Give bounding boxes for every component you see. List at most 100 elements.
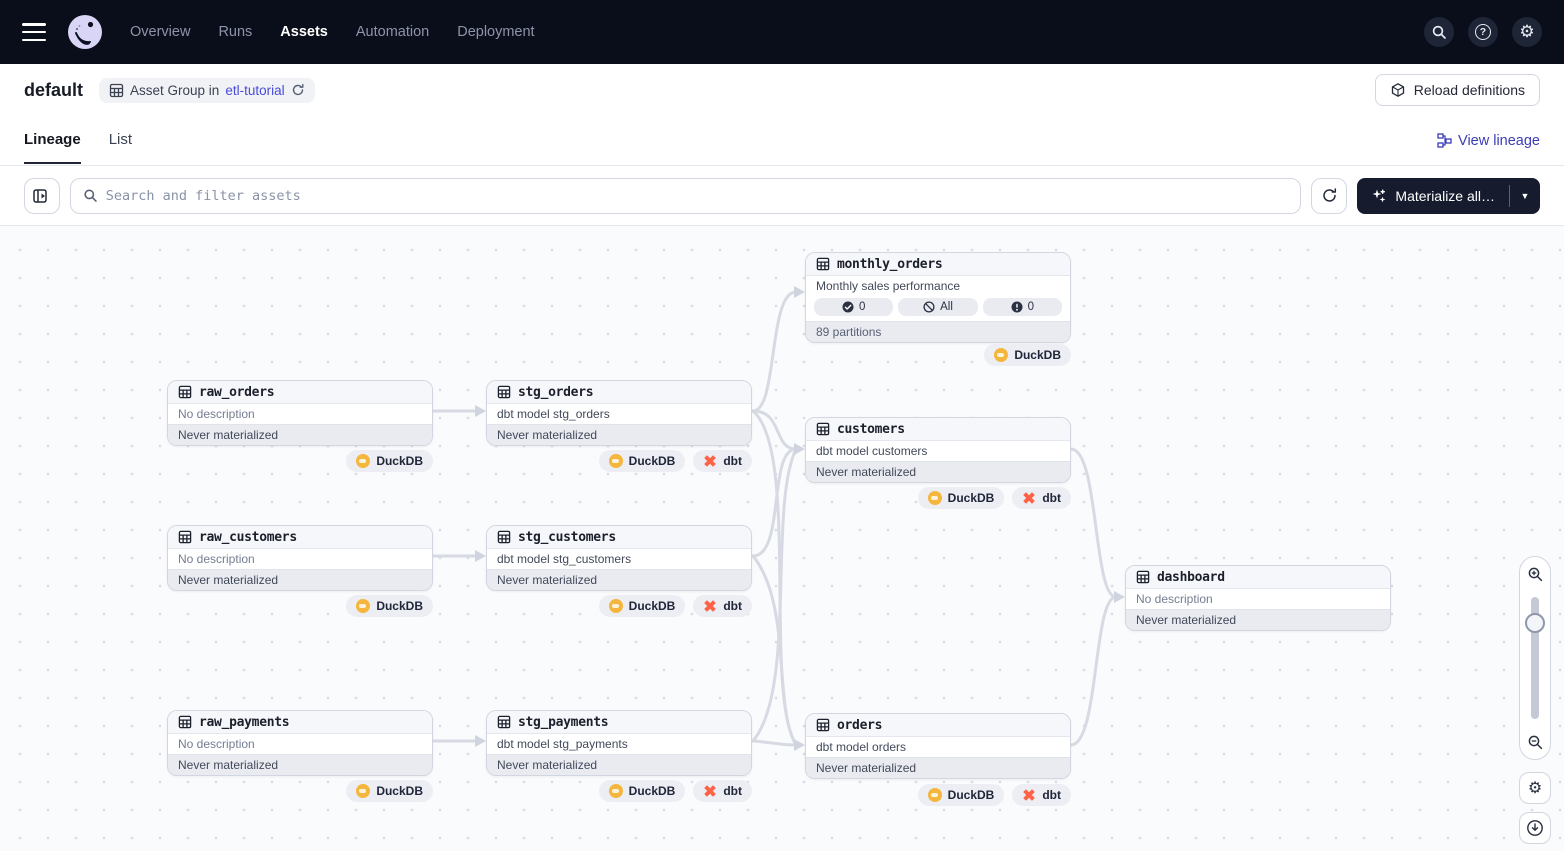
- asset-group-badge: Asset Group in etl-tutorial: [99, 77, 315, 103]
- refresh-graph-button[interactable]: [1311, 177, 1348, 214]
- kind-badge-label: dbt: [723, 599, 742, 613]
- kind-badges: DuckDB dbt: [486, 780, 752, 802]
- node-header: customers: [806, 418, 1070, 441]
- kind-badges: DuckDB dbt: [486, 595, 752, 617]
- duckdb-kind-badge[interactable]: DuckDB: [346, 595, 433, 617]
- button-divider: [1509, 184, 1510, 207]
- zoom-slider-handle[interactable]: [1525, 613, 1545, 633]
- materialized-count-pill[interactable]: 0: [814, 298, 894, 316]
- node-header: monthly_orders: [806, 253, 1070, 276]
- zoom-slider-track[interactable]: [1531, 597, 1539, 719]
- nav-right-actions: ? ⚙: [1424, 17, 1542, 47]
- asset-name: dashboard: [1157, 569, 1225, 585]
- table-icon: [497, 530, 511, 544]
- nav-item-automation[interactable]: Automation: [355, 24, 430, 40]
- dbt-kind-badge[interactable]: dbt: [693, 780, 752, 802]
- code-location-link[interactable]: etl-tutorial: [225, 82, 285, 98]
- asset-name: raw_orders: [199, 384, 275, 400]
- nav-item-deployment[interactable]: Deployment: [457, 24, 535, 40]
- duckdb-kind-badge[interactable]: DuckDB: [984, 344, 1071, 366]
- asset-name: monthly_orders: [837, 256, 943, 272]
- materialize-all-label: Materialize all…: [1395, 187, 1495, 204]
- code-location-reload-icon: [1391, 83, 1404, 97]
- asset-description: Monthly sales performance: [806, 276, 1070, 296]
- asset-description: No description: [168, 404, 432, 424]
- panel-expand-icon: [33, 188, 47, 203]
- zoom-slider[interactable]: [1520, 591, 1550, 725]
- materialize-all-button[interactable]: Materialize all…: [1357, 178, 1509, 214]
- help-icon[interactable]: ?: [1468, 17, 1498, 47]
- asset-node-orders[interactable]: orders dbt model orders Never materializ…: [805, 713, 1071, 779]
- dbt-kind-badge[interactable]: dbt: [693, 450, 752, 472]
- nav-item-overview[interactable]: Overview: [130, 24, 191, 40]
- zoom-in-button[interactable]: [1519, 557, 1551, 591]
- duckdb-kind-badge[interactable]: DuckDB: [346, 450, 433, 472]
- tab-list[interactable]: List: [108, 131, 133, 148]
- duckdb-kind-badge[interactable]: DuckDB: [346, 780, 433, 802]
- settings-gear-icon[interactable]: ⚙: [1512, 17, 1542, 47]
- view-lineage-label: View lineage: [1458, 132, 1540, 149]
- asset-node-raw-payments[interactable]: raw_payments No description Never materi…: [167, 710, 433, 776]
- search-icon: [84, 189, 97, 202]
- reload-definitions-button[interactable]: Reload definitions: [1374, 74, 1540, 106]
- failed-count-pill[interactable]: 0: [982, 298, 1062, 316]
- tab-lineage[interactable]: Lineage: [24, 131, 81, 164]
- page-title: default: [24, 79, 84, 100]
- search-icon[interactable]: [1424, 17, 1454, 47]
- hamburger-menu-icon[interactable]: [22, 23, 46, 41]
- asset-description: No description: [168, 549, 432, 569]
- refresh-icon[interactable]: [291, 83, 305, 97]
- dbt-icon: [704, 600, 717, 612]
- nav-item-assets[interactable]: Assets: [280, 24, 328, 40]
- dbt-kind-badge[interactable]: dbt: [693, 595, 752, 617]
- asset-description: No description: [1126, 589, 1390, 609]
- dbt-kind-badge[interactable]: dbt: [1012, 487, 1071, 509]
- graph-settings-button[interactable]: ⚙: [1519, 772, 1551, 804]
- expand-sidebar-button[interactable]: [24, 177, 60, 214]
- lineage-graph-canvas[interactable]: raw_orders No description Never material…: [0, 226, 1564, 851]
- asset-node-customers[interactable]: customers dbt model customers Never mate…: [805, 417, 1071, 483]
- asset-node-stg-orders[interactable]: stg_orders dbt model stg_orders Never ma…: [486, 380, 752, 446]
- zoom-out-button[interactable]: [1519, 725, 1551, 759]
- kind-badges: DuckDB: [167, 780, 433, 802]
- asset-node-dashboard[interactable]: dashboard No description Never materiali…: [1125, 565, 1391, 631]
- nav-item-runs[interactable]: Runs: [218, 24, 253, 40]
- asset-name: raw_customers: [199, 529, 297, 545]
- kind-badges: DuckDB: [167, 450, 433, 472]
- duckdb-kind-badge[interactable]: DuckDB: [598, 595, 686, 617]
- dagster-logo-icon[interactable]: [66, 13, 104, 51]
- recenter-graph-button[interactable]: [1519, 812, 1551, 844]
- asset-node-monthly-orders[interactable]: monthly_orders Monthly sales performance…: [805, 252, 1071, 343]
- asset-name: stg_customers: [518, 529, 616, 545]
- materialize-options-caret[interactable]: ▼: [1520, 190, 1530, 201]
- dbt-icon: [704, 785, 717, 797]
- table-icon: [178, 385, 192, 399]
- asset-status: Never materialized: [487, 424, 751, 445]
- asset-status: Never materialized: [806, 461, 1070, 482]
- duckdb-kind-badge[interactable]: DuckDB: [917, 784, 1005, 806]
- asset-node-stg-payments[interactable]: stg_payments dbt model stg_payments Neve…: [486, 710, 752, 776]
- asset-node-raw-orders[interactable]: raw_orders No description Never material…: [167, 380, 433, 446]
- dbt-icon: [1023, 492, 1036, 504]
- asset-description: dbt model customers: [806, 441, 1070, 461]
- duckdb-icon: [994, 348, 1009, 362]
- asset-description: dbt model stg_orders: [487, 404, 751, 424]
- refresh-icon: [1323, 188, 1336, 202]
- duckdb-kind-badge[interactable]: DuckDB: [917, 487, 1005, 509]
- duckdb-kind-badge[interactable]: DuckDB: [598, 780, 686, 802]
- missing-count-pill[interactable]: All: [898, 298, 978, 316]
- kind-badge-label: dbt: [723, 784, 742, 798]
- asset-name: orders: [837, 717, 883, 733]
- asset-node-stg-customers[interactable]: stg_customers dbt model stg_customers Ne…: [486, 525, 752, 591]
- asset-group-label: Asset Group in: [130, 82, 220, 98]
- asset-description: dbt model stg_payments: [487, 734, 751, 754]
- zoom-out-icon: [1528, 735, 1542, 749]
- view-lineage-link[interactable]: View lineage: [1437, 133, 1540, 149]
- dbt-kind-badge[interactable]: dbt: [1012, 784, 1071, 806]
- node-header: stg_payments: [487, 711, 751, 734]
- kind-badges: DuckDB dbt: [805, 784, 1071, 806]
- duckdb-kind-badge[interactable]: DuckDB: [598, 450, 686, 472]
- asset-node-raw-customers[interactable]: raw_customers No description Never mater…: [167, 525, 433, 591]
- search-input[interactable]: [105, 187, 1289, 204]
- node-header: raw_orders: [168, 381, 432, 404]
